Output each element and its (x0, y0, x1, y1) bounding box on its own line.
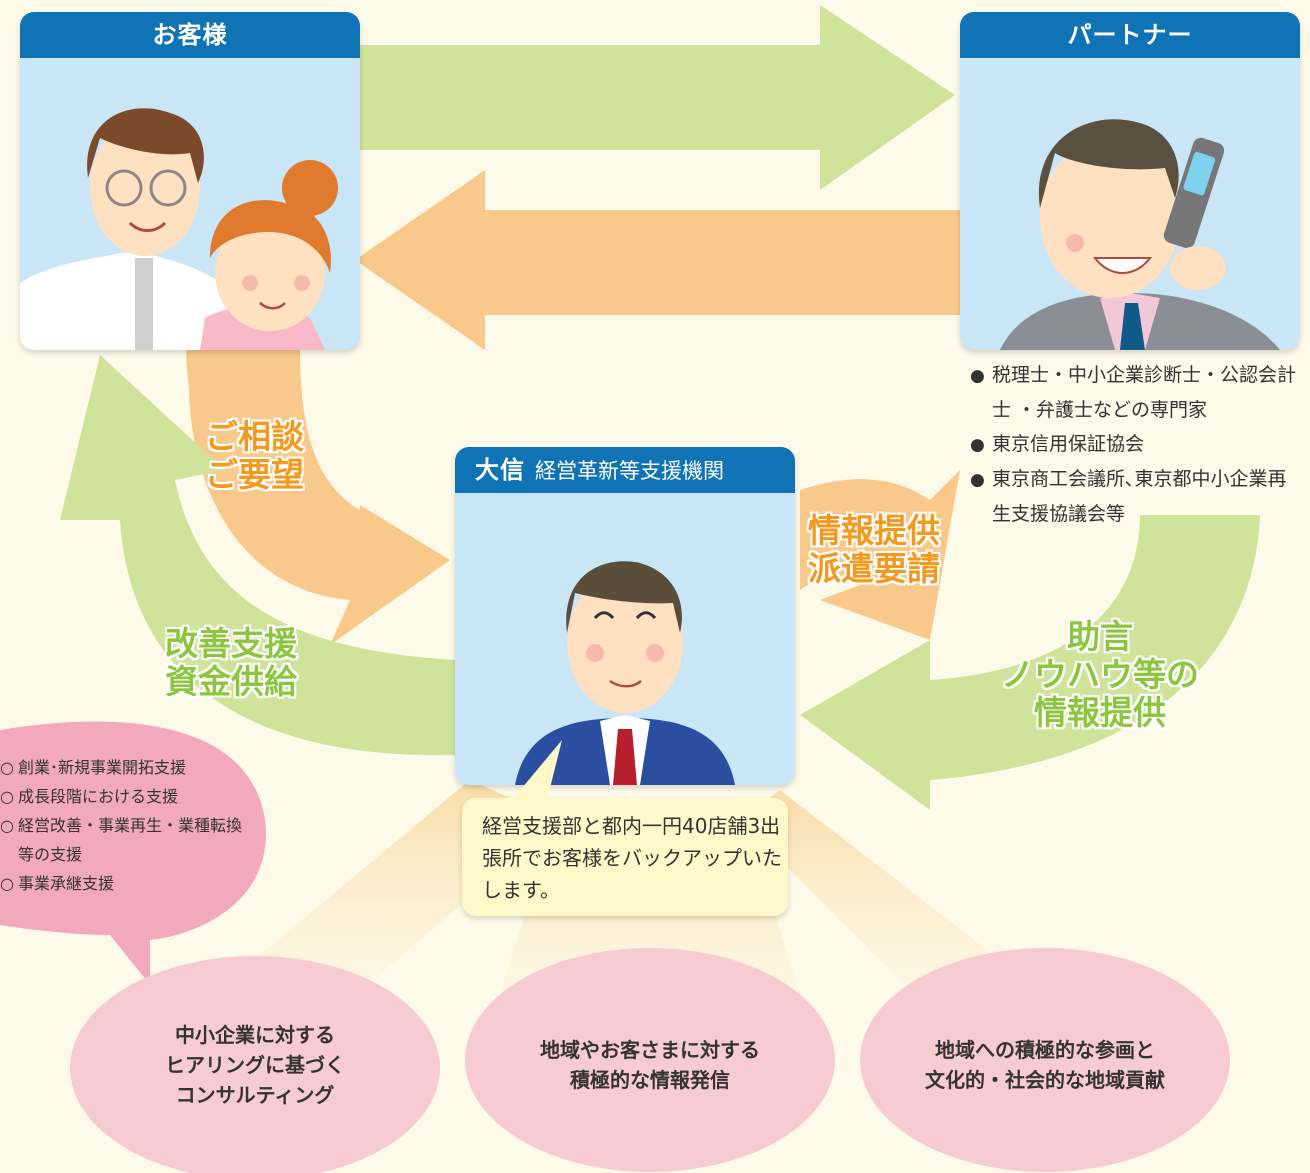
pillar-oval-information (465, 948, 835, 1172)
consult-label-line: ご相談 (205, 417, 304, 456)
request-label-line: 派遣要請 (808, 549, 940, 588)
support-label-line: 改善支援 (165, 624, 297, 663)
speech-bubble: 経営支援部と都内一円40店舗3出張所でお客様をバックアップいたします。 (462, 740, 788, 916)
services-list-item: 経営改善・事業再生・業種転換等の支援 (0, 811, 250, 869)
bank-subtitle: 経営革新等支援機関 (535, 459, 724, 483)
pillar-community-text: 地域への積極的な参画と 文化的・社会的な地域貢献 (925, 1038, 1165, 1092)
services-list-item: 創業･新規事業開拓支援 (0, 753, 250, 782)
support-label-line: 資金供給 (165, 662, 297, 701)
partner-list: 税理士・中小企業診断士・公認会計士 ・弁護士などの専門家 東京信用保証協会 東京… (970, 358, 1305, 531)
consult-label: ご相談 ご要望 (205, 418, 304, 494)
speech-bubble-text: 経営支援部と都内一円40店舗3出張所でお客様をバックアップいたします。 (482, 814, 782, 902)
advice-label-line: 情報提供 (1034, 693, 1166, 732)
services-list-item: 成長段階における支援 (0, 782, 250, 811)
support-label: 改善支援 資金供給 (165, 625, 297, 701)
bank-name: 大信 (475, 456, 525, 484)
customer-illustration (20, 108, 338, 350)
arrow-advice (800, 515, 1260, 810)
pillar-information-text: 地域やお客さまに対する 積極的な情報発信 (540, 1038, 760, 1092)
arrow-request (800, 470, 960, 640)
advice-label: 助言 ノウハウ等の 情報提供 (1000, 618, 1200, 732)
bank-card-title: 大信経営革新等支援機関 (455, 447, 795, 493)
partner-list-item: 税理士・中小企業診断士・公認会計士 ・弁護士などの専門家 (970, 358, 1305, 427)
speech-bubble-tail (512, 740, 562, 800)
banker-illustration (515, 561, 735, 785)
services-list: 創業･新規事業開拓支援 成長段階における支援 経営改善・事業再生・業種転換等の支… (0, 753, 250, 898)
consult-label-line: ご要望 (205, 455, 304, 494)
partner-illustration (1000, 119, 1280, 350)
services-list-item: 事業承継支援 (0, 869, 250, 898)
arrow-support (60, 355, 455, 756)
arrow-customer-to-partner (355, 5, 955, 190)
pillar-oval-community (860, 948, 1230, 1172)
customer-card-title: お客様 (20, 12, 360, 58)
partner-list-item: 東京商工会議所､東京都中小企業再生支援協議会等 (970, 462, 1305, 531)
arrow-partner-to-customer (355, 170, 960, 350)
partner-list-item: 東京信用保証協会 (970, 427, 1305, 462)
pillar-oval-consulting (70, 956, 440, 1173)
advice-label-line: ノウハウ等の (1001, 655, 1199, 694)
advice-label-line: 助言 (1067, 617, 1133, 656)
customer-card: お客様 (20, 12, 360, 350)
partner-card: パートナー (960, 12, 1300, 350)
pillar-consulting-text: 中小企業に対する ヒアリングに基づく コンサルティング (165, 1023, 345, 1107)
partner-card-title: パートナー (960, 12, 1300, 58)
arrow-consult (186, 350, 450, 645)
bank-card: 大信経営革新等支援機関 (455, 447, 795, 785)
request-label: 情報提供 派遣要請 (808, 512, 940, 588)
request-label-line: 情報提供 (808, 511, 940, 550)
